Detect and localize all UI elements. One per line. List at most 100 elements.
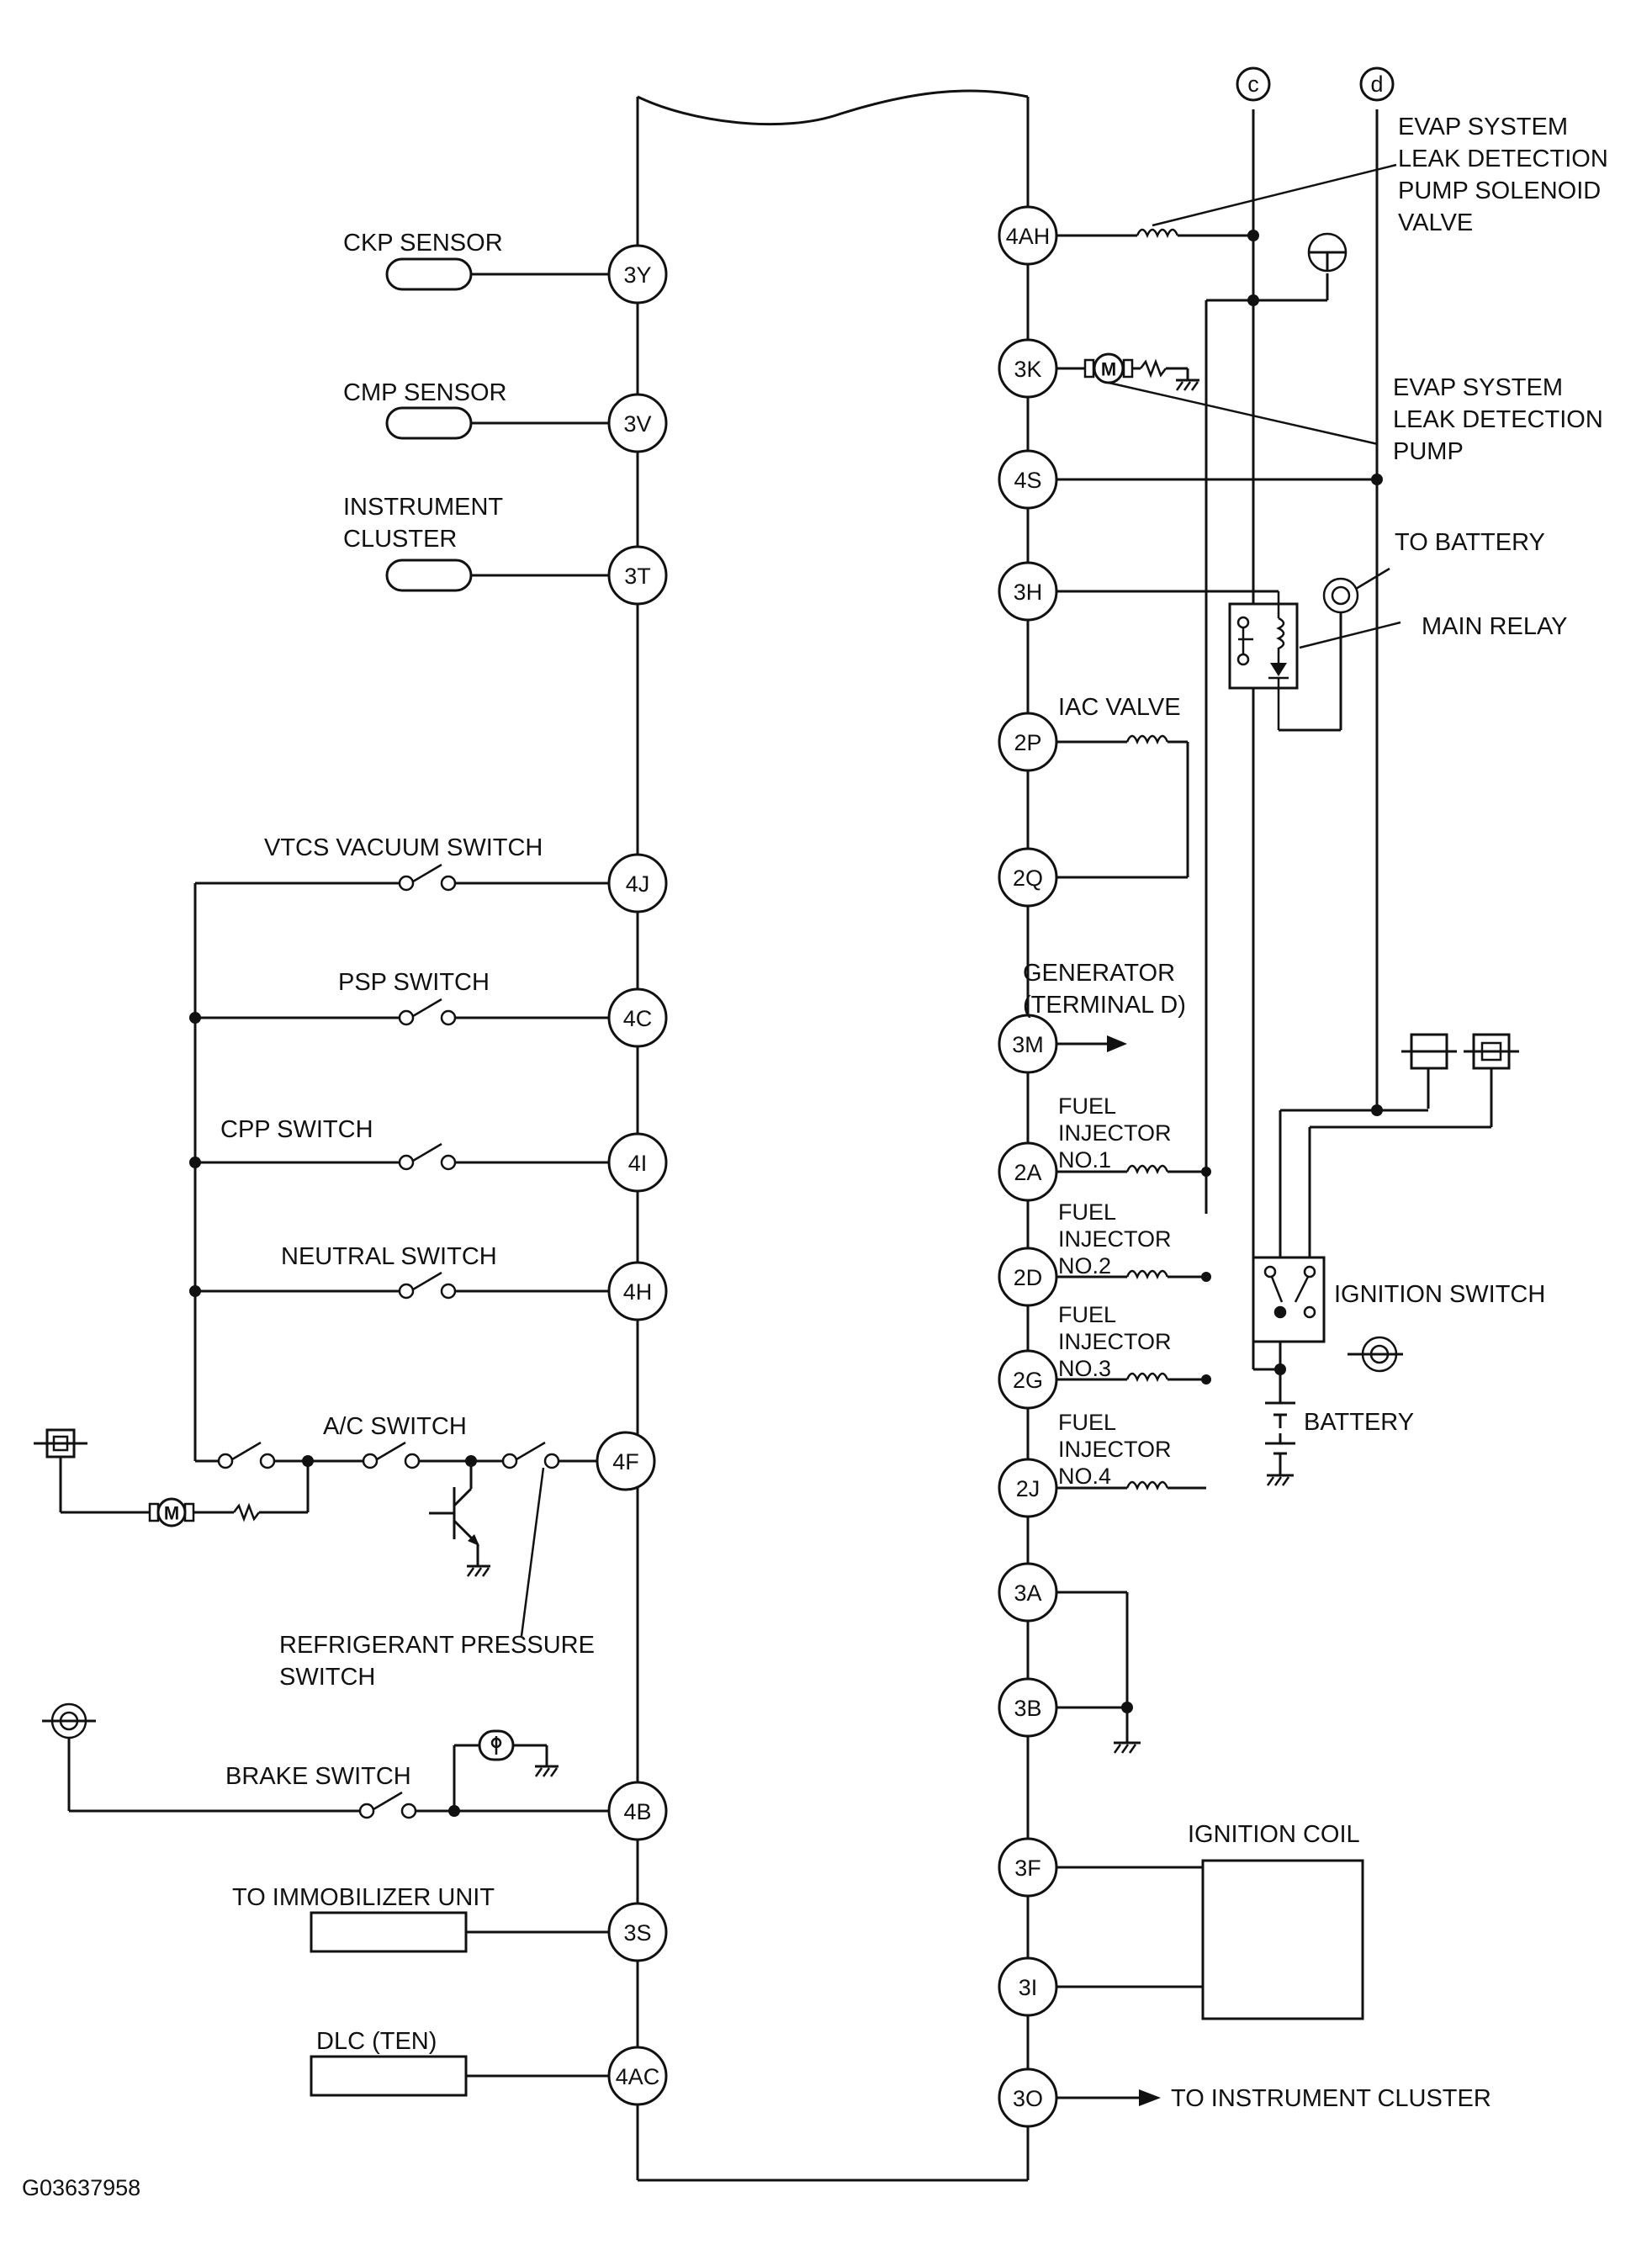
- connector-c-label: c: [1247, 71, 1259, 97]
- pin-2j-label: 2J: [1016, 1476, 1040, 1501]
- pin-4j-label: 4J: [626, 871, 650, 897]
- dlc-ten-label: DLC (TEN): [316, 2028, 437, 2055]
- immobilizer-unit-box: [310, 1911, 468, 1953]
- pin-2g: [998, 1349, 1058, 1410]
- pin-3f-label: 3F: [1014, 1856, 1041, 1881]
- right-wiring: M: [1056, 66, 1519, 2106]
- cpp-switch-label: CPP SWITCH: [220, 1116, 373, 1143]
- refrigerant-pressure-switch-symbol: [501, 1441, 560, 1469]
- pin-4f: [596, 1431, 656, 1491]
- pin-2a-label: 2A: [1014, 1160, 1041, 1185]
- vtcs-vacuum-switch-label: VTCS VACUUM SWITCH: [264, 834, 543, 861]
- brake-lamp-symbol: [478, 1729, 515, 1761]
- brake-switch-symbol: [358, 1791, 417, 1819]
- evap-solenoid-label-3: PUMP SOLENOID: [1398, 177, 1601, 204]
- pin-4ah-label: 4AH: [1006, 224, 1051, 249]
- component-labels: CKP SENSOR CMP SENSOR INSTRUMENT CLUSTER…: [22, 114, 1608, 2200]
- ground-symbol-top: [1307, 232, 1348, 273]
- pin-3v-label: 3V: [623, 411, 651, 437]
- psp-switch-label: PSP SWITCH: [338, 969, 490, 996]
- refrigerant-pressure-switch-label-2: SWITCH: [279, 1664, 375, 1691]
- to-immobilizer-unit-label: TO IMMOBILIZER UNIT: [232, 1884, 495, 1911]
- cmp-sensor-symbol: [385, 406, 473, 440]
- power-source-left-symbol: [42, 1702, 96, 1739]
- injector-1-label-2: INJECTOR: [1058, 1120, 1172, 1146]
- ac-switch-symbol: [217, 1441, 276, 1469]
- injector-2-coil-symbol: [1125, 1269, 1169, 1280]
- injector-4-label-1: FUEL: [1058, 1410, 1116, 1435]
- evap-solenoid-label-1: EVAP SYSTEM: [1398, 114, 1568, 140]
- pin-3o-label: 3O: [1013, 2086, 1043, 2111]
- injector-3-label-1: FUEL: [1058, 1302, 1116, 1327]
- pin-4h: [607, 1261, 668, 1321]
- pin-4c: [607, 987, 668, 1048]
- ecu-outline: [636, 89, 1030, 2182]
- injector-3-label-3: NO.3: [1058, 1356, 1111, 1381]
- evap-solenoid-label-4: VALVE: [1398, 209, 1473, 236]
- pin-3k: [998, 338, 1058, 399]
- fuse-right-1-symbol: [1401, 1033, 1457, 1109]
- evap-pump-motor-symbol: M: [1083, 352, 1199, 391]
- pin-3b-label: 3B: [1014, 1696, 1041, 1721]
- connector-c: [1236, 66, 1271, 102]
- main-relay-label: MAIN RELAY: [1422, 613, 1568, 640]
- ignition-coil-label: IGNITION COIL: [1188, 1821, 1360, 1848]
- connector-d-label: d: [1370, 71, 1383, 97]
- instrument-cluster-label-2: CLUSTER: [343, 526, 457, 553]
- pin-4i: [607, 1132, 668, 1193]
- ecu-left-pins: 3Y 3V 3T 4J 4C 4I 4H 4F 4B 3S 4AC: [596, 244, 668, 2106]
- power-source-battery-symbol: [1322, 577, 1359, 614]
- evap-solenoid-label-2: LEAK DETECTION: [1398, 146, 1608, 172]
- pin-3a: [998, 1562, 1058, 1623]
- connector-d: [1359, 66, 1395, 102]
- pin-2d-label: 2D: [1014, 1265, 1043, 1290]
- pin-2d: [998, 1247, 1058, 1307]
- pin-4ac-label: 4AC: [616, 2064, 660, 2089]
- ground-symbol-3b: [1113, 1741, 1141, 1754]
- pin-3s-label: 3S: [623, 1920, 651, 1946]
- main-relay-symbol: [1228, 591, 1299, 730]
- injector-2-label-1: FUEL: [1058, 1199, 1116, 1225]
- injector-3-coil-symbol: [1125, 1372, 1169, 1383]
- svg-text:M: M: [1101, 359, 1116, 380]
- injector-1-label-1: FUEL: [1058, 1093, 1116, 1119]
- ignition-coil-box: [1201, 1859, 1364, 2020]
- ckp-sensor-symbol: [385, 257, 473, 291]
- pin-3i-label: 3I: [1019, 1975, 1038, 2000]
- pin-3h-label: 3H: [1014, 580, 1043, 605]
- to-battery-label: TO BATTERY: [1395, 529, 1545, 556]
- iac-valve-label: IAC VALVE: [1058, 694, 1181, 721]
- instrument-cluster-symbol: [385, 559, 473, 592]
- pin-4b: [607, 1781, 668, 1841]
- ignition-switch-symbol: [1252, 1256, 1326, 1343]
- pin-3k-label: 3K: [1014, 357, 1041, 382]
- left-wiring: M: [34, 257, 609, 2097]
- neutral-switch-label: NEUTRAL SWITCH: [281, 1243, 497, 1270]
- to-instrument-cluster-label: TO INSTRUMENT CLUSTER: [1171, 2085, 1491, 2112]
- pin-4s: [998, 449, 1058, 510]
- pin-3i: [998, 1956, 1058, 2017]
- brake-switch-label: BRAKE SWITCH: [225, 1763, 411, 1790]
- refrigerant-pressure-switch-label-1: REFRIGERANT PRESSURE: [279, 1632, 595, 1659]
- pin-3v: [607, 393, 668, 453]
- pin-2q-label: 2Q: [1013, 866, 1043, 891]
- pin-3y-label: 3Y: [623, 262, 651, 288]
- ecu-right-pins: 4AH 3K 4S 3H 2P 2Q 3M 2A 2D 2G 2J 3A 3B …: [998, 205, 1058, 2128]
- pin-4j: [607, 853, 668, 913]
- pin-3t-label: 3T: [624, 564, 651, 589]
- pin-3m-label: 3M: [1012, 1032, 1044, 1057]
- pin-4b-label: 4B: [623, 1799, 651, 1824]
- pin-3a-label: 3A: [1014, 1580, 1041, 1606]
- injector-2-label-3: NO.2: [1058, 1253, 1111, 1279]
- pin-4s-label: 4S: [1014, 468, 1041, 493]
- cmp-sensor-label: CMP SENSOR: [343, 379, 506, 406]
- ac-switch-2-symbol: [362, 1441, 421, 1469]
- pin-3m: [998, 1014, 1058, 1074]
- svg-text:M: M: [164, 1503, 179, 1524]
- fan-motor-symbol: M: [148, 1497, 195, 1527]
- vtcs-vacuum-switch-symbol: [398, 863, 457, 892]
- pin-2p: [998, 712, 1058, 772]
- injector-3-label-2: INJECTOR: [1058, 1329, 1172, 1354]
- injector-4-coil-symbol: [1125, 1480, 1169, 1491]
